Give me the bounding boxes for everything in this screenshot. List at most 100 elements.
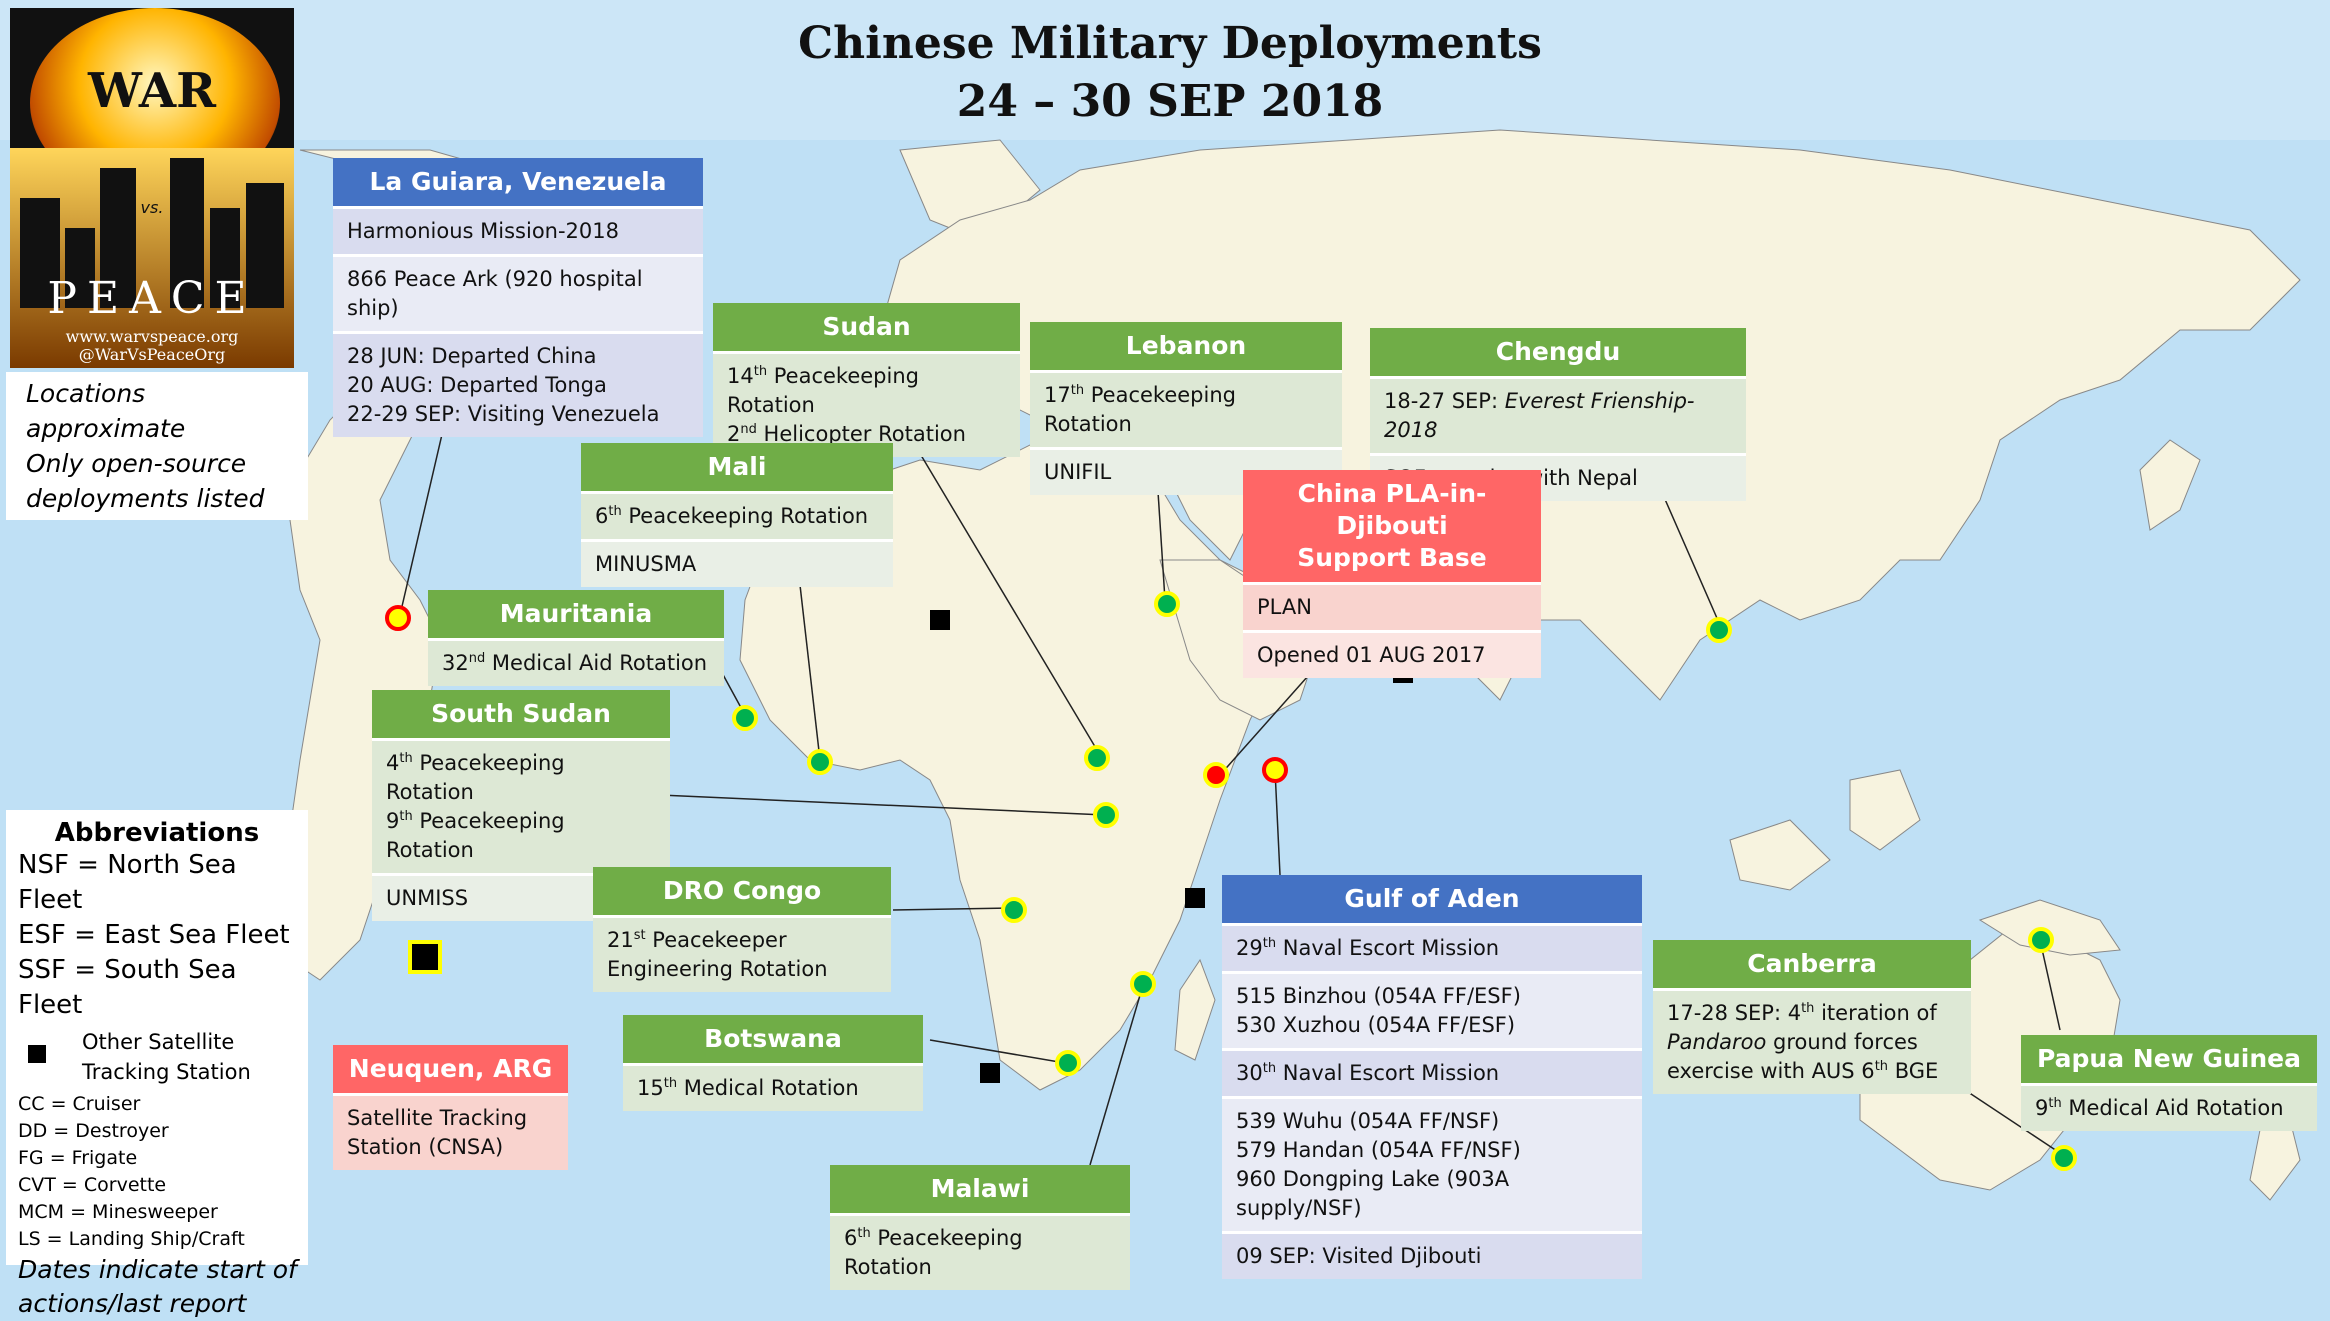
canberra-r1c: exercise with AUS 6	[1667, 1059, 1875, 1083]
abbreviations-ssf: SSF = South Sea Fleet	[18, 955, 237, 1020]
mauritania-title: Mauritania	[428, 590, 724, 638]
marker-gulf-of-aden	[1262, 757, 1288, 783]
mali-r1-sup: th	[608, 504, 622, 519]
botswana-r1-num: 15	[637, 1076, 664, 1100]
mali-box: Mali 6th Peacekeeping Rotation MINUSMA	[581, 443, 893, 587]
callout-lines	[399, 399, 2064, 1166]
japan-landmass	[2139, 439, 2201, 531]
southsudan-title: South Sudan	[372, 690, 670, 738]
canberra-r1a: 17-28 SEP: 4	[1667, 1001, 1802, 1025]
marker-mauritania	[732, 705, 758, 731]
png-r1-num: 9	[2035, 1096, 2049, 1120]
logo-war-text: WAR	[88, 63, 216, 119]
congo-r1a-sup: st	[633, 928, 646, 943]
marker-botswana	[1055, 1050, 1081, 1076]
mauritania-r1: Medical Aid Rotation	[485, 651, 708, 675]
canberra-title: Canberra	[1653, 940, 1971, 988]
station-marker	[930, 610, 950, 630]
png-r1: Medical Aid Rotation	[2061, 1096, 2284, 1120]
chengdu-r1a: 18-27 SEP:	[1384, 389, 1505, 413]
abbreviations-ls: LS = Landing Ship/Craft	[18, 1228, 245, 1250]
abbreviations-title: Abbreviations	[54, 818, 260, 848]
southsudan-r1b: Peacekeeping Rotation	[386, 809, 565, 862]
southsudan-r1a-sup: th	[399, 751, 413, 766]
marker-canberra	[2051, 1145, 2077, 1171]
logo-vs-text: vs.	[140, 198, 164, 217]
lebanon-r1-num: 17	[1044, 383, 1071, 407]
station-marker	[980, 1063, 1000, 1083]
chengdu-title: Chengdu	[1370, 328, 1746, 376]
station-marker	[1185, 888, 1205, 908]
mali-r2: MINUSMA	[581, 539, 893, 587]
note-line2: Only open-source	[26, 449, 247, 478]
logo-peace-text: PEACE	[47, 273, 257, 324]
marker-lebanon	[1154, 591, 1180, 617]
malawi-box: Malawi 6th Peacekeeping Rotation	[830, 1165, 1130, 1290]
marker-congo	[1001, 897, 1027, 923]
malawi-r1-sup: th	[857, 1226, 871, 1241]
southsudan-r1a-num: 4	[386, 751, 400, 775]
mali-title: Mali	[581, 443, 893, 491]
marker-mali	[807, 749, 833, 775]
marker-chengdu	[1706, 617, 1732, 643]
png-box: Papua New Guinea 9th Medical Aid Rotatio…	[2021, 1035, 2317, 1131]
mauritania-box: Mauritania 32nd Medical Aid Rotation	[428, 590, 724, 686]
abbreviations-cc: CC = Cruiser	[18, 1093, 141, 1115]
madagascar-landmass	[1174, 958, 1216, 1061]
gulf-r3-sup: th	[1262, 1061, 1277, 1076]
logo-handle: @WarVsPeaceOrg	[78, 345, 226, 364]
gulf-r5: 09 SEP: Visited Djibouti	[1222, 1231, 1642, 1279]
sudan-box: Sudan 14th Peacekeeping Rotation 2nd Hel…	[713, 303, 1020, 457]
abbreviations-cvt: CVT = Corvette	[18, 1174, 167, 1196]
venezuela-r3b: 20 AUG: Departed Tonga	[347, 373, 607, 397]
canberra-r1b: Pandaroo	[1667, 1030, 1767, 1054]
canberra-r1c2: BGE	[1888, 1059, 1939, 1083]
sudan-r1a-sup: th	[753, 364, 768, 379]
marker-png	[2028, 927, 2054, 953]
new-guinea-landmass	[1978, 899, 2121, 956]
congo-r1a: Peacekeeper	[645, 928, 787, 952]
location-note: Locations approximate Only open-source d…	[6, 372, 308, 520]
congo-r1a-num: 21	[607, 928, 634, 952]
gulf-of-aden-box: Gulf of Aden 29th Naval Escort Mission 5…	[1222, 875, 1642, 1279]
sudan-r1b-num: 2	[727, 422, 741, 446]
mali-r1-num: 6	[595, 504, 609, 528]
indonesia-landmass	[1729, 819, 1831, 891]
abbreviations-esf: ESF = East Sea Fleet	[18, 920, 290, 950]
gulf-title: Gulf of Aden	[1222, 875, 1642, 923]
djibouti-r1: PLAN	[1243, 582, 1541, 630]
southsudan-r1b-num: 9	[386, 809, 400, 833]
canberra-r1a-sup: th	[1801, 1001, 1815, 1016]
sudan-r1a: Peacekeeping Rotation	[727, 364, 919, 417]
sudan-r1b: Helicopter Rotation	[756, 422, 966, 446]
canberra-r1c-sup: th	[1874, 1059, 1889, 1074]
congo-box: DRO Congo 21st Peacekeeper Engineering R…	[593, 867, 891, 992]
png-title: Papua New Guinea	[2021, 1035, 2317, 1083]
gulf-r1-sup: th	[1262, 936, 1277, 951]
venezuela-r3a: 28 JUN: Departed China	[347, 344, 597, 368]
png-r1-sup: th	[2048, 1096, 2062, 1111]
neuquen-r1a: Satellite Tracking	[347, 1106, 528, 1130]
title-line2: 24 – 30 SEP 2018	[956, 76, 1384, 127]
congo-r1b: Engineering Rotation	[607, 957, 828, 981]
mali-r1: Peacekeeping Rotation	[621, 504, 869, 528]
gulf-r3: Naval Escort Mission	[1276, 1061, 1500, 1085]
venezuela-r3c: 22-29 SEP: Visiting Venezuela	[347, 402, 660, 426]
djibouti-title2: Support Base	[1297, 543, 1487, 572]
tracking-station-icon	[28, 1045, 46, 1063]
venezuela-box: La Guiara, Venezuela Harmonious Mission-…	[333, 158, 703, 437]
gulf-r4c: 960 Dongping Lake (903A supply/NSF)	[1236, 1167, 1510, 1220]
note-line1: Locations approximate	[26, 379, 186, 443]
logo: WAR vs. PEACE www.warvspeace.org @WarVsP…	[10, 8, 294, 368]
chengdu-r1b: Everest Frienship-2018	[1384, 389, 1695, 442]
abbreviations-nsf: NSF = North Sea Fleet	[18, 850, 237, 915]
canberra-r1b2: ground forces	[1766, 1030, 1918, 1054]
djibouti-box: China PLA-in-Djibouti Support Base PLAN …	[1243, 470, 1541, 678]
sudan-r1b-sup: nd	[740, 422, 757, 437]
lebanon-r1: Peacekeeping Rotation	[1044, 383, 1236, 436]
abbreviations-legend: Abbreviations NSF = North Sea Fleet ESF …	[6, 810, 308, 1318]
marker-djibouti	[1203, 762, 1229, 788]
botswana-r1-sup: th	[663, 1076, 678, 1091]
lebanon-r1-sup: th	[1070, 383, 1085, 398]
sudan-title: Sudan	[713, 303, 1020, 351]
